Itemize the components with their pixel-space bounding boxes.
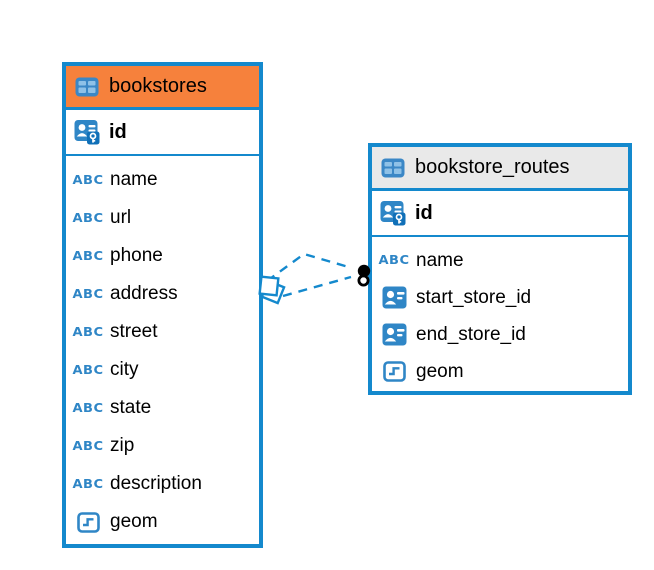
column-name: zip — [110, 435, 135, 456]
text-type-icon: ABC — [72, 438, 104, 454]
table-header-bookstore-routes[interactable]: bookstore_routes — [372, 147, 628, 191]
column-row[interactable]: geom — [74, 503, 259, 541]
column-row-pk[interactable]: id — [372, 191, 628, 237]
relationship-line-lower — [282, 275, 352, 298]
geometry-type-icon — [380, 361, 408, 382]
column-row[interactable]: ABC address — [72, 275, 259, 313]
column-row[interactable]: ABC name — [378, 242, 628, 279]
column-name: description — [110, 473, 202, 494]
column-row[interactable]: ABC zip — [72, 427, 259, 465]
text-type-icon: ABC — [72, 362, 104, 378]
column-row-pk[interactable]: id — [66, 110, 259, 156]
column-list: ABC name start_store_id — [372, 237, 628, 391]
column-row[interactable]: ABC phone — [72, 237, 259, 275]
text-type-icon: ABC — [72, 324, 104, 340]
column-name: state — [110, 397, 152, 418]
foreign-key-icon — [380, 323, 408, 346]
table-icon — [379, 158, 407, 178]
column-name: phone — [110, 245, 163, 266]
primary-key-name: id — [415, 201, 433, 224]
column-list: ABC name ABC url ABC phone ABC address A… — [66, 156, 259, 544]
table-header-bookstores[interactable]: bookstores — [66, 66, 259, 110]
text-type-icon: ABC — [72, 210, 104, 226]
text-type-icon: ABC — [72, 248, 104, 264]
text-type-icon: ABC — [72, 172, 104, 188]
entity-table-bookstore-routes[interactable]: bookstore_routes id ABC — [368, 143, 632, 395]
table-name: bookstore_routes — [415, 156, 570, 178]
column-name: geom — [110, 511, 158, 532]
column-name: start_store_id — [416, 286, 532, 308]
primary-key-icon — [73, 119, 101, 145]
column-row[interactable]: start_store_id — [380, 279, 628, 316]
column-name: end_store_id — [416, 323, 526, 345]
column-name: url — [110, 207, 132, 228]
column-name: geom — [416, 360, 464, 382]
column-row[interactable]: ABC city — [72, 351, 259, 389]
column-row[interactable]: geom — [380, 353, 628, 390]
column-name: name — [110, 169, 158, 190]
text-type-icon: ABC — [72, 400, 104, 416]
relationship-line-upper — [266, 252, 353, 282]
column-row[interactable]: end_store_id — [380, 316, 628, 353]
table-icon — [73, 77, 101, 97]
text-type-icon: ABC — [378, 253, 410, 268]
geometry-type-icon — [74, 511, 102, 533]
column-name: name — [416, 249, 464, 271]
column-row[interactable]: ABC url — [72, 199, 259, 237]
column-row[interactable]: ABC state — [72, 389, 259, 427]
entity-table-bookstores[interactable]: bookstores id ABC — [62, 62, 263, 548]
column-row[interactable]: ABC name — [72, 161, 259, 199]
foreign-key-icon — [380, 286, 408, 309]
column-row[interactable]: ABC street — [72, 313, 259, 351]
text-type-icon: ABC — [72, 476, 104, 492]
text-type-icon: ABC — [72, 286, 104, 302]
column-name: address — [110, 283, 178, 304]
column-name: city — [110, 359, 139, 380]
primary-key-icon — [379, 200, 407, 226]
table-name: bookstores — [109, 75, 207, 97]
stacked-squares-marker — [258, 275, 286, 305]
primary-key-name: id — [109, 120, 127, 143]
column-row[interactable]: ABC description — [72, 465, 259, 503]
column-name: street — [110, 321, 158, 342]
